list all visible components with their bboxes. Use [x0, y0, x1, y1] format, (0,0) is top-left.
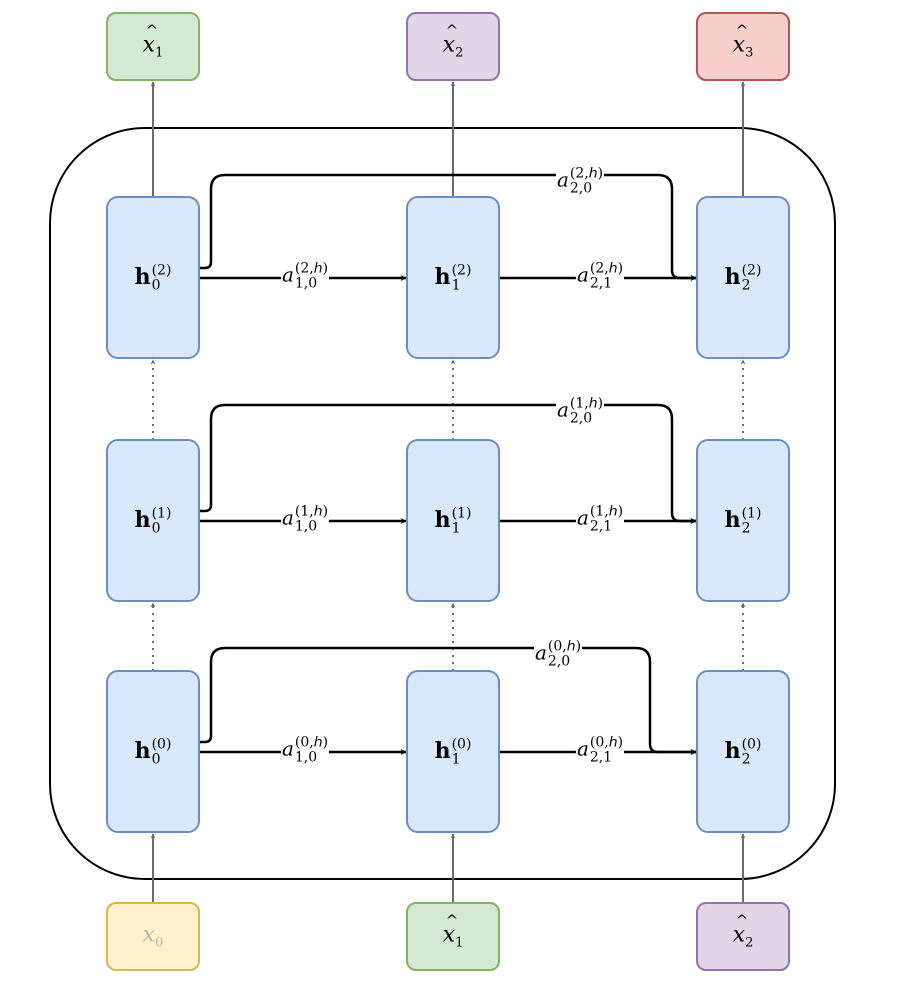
- hidden-node-l1-t2: [696, 439, 790, 602]
- hidden-node-label: h(0)0: [134, 736, 172, 768]
- input-node-0: [106, 902, 200, 971]
- edge-label-2-1: a(1,𝘩)2,1: [575, 503, 625, 535]
- hidden-node-l2-t1: [406, 196, 500, 359]
- output-label-2: x2: [443, 23, 464, 59]
- hidden-node-label: h(1)1: [434, 505, 472, 537]
- hidden-node-l0-t2: [696, 670, 790, 833]
- hidden-node-label: h(0)2: [724, 736, 762, 768]
- hidden-node-l1-t1: [406, 439, 500, 602]
- edge-label-1-0: a(0,𝘩)1,0: [280, 734, 330, 766]
- edge-label-2-1: a(2,𝘩)2,1: [575, 260, 625, 292]
- input-label-2: x2: [733, 913, 754, 949]
- skip-attention-edge-2-0: [199, 646, 697, 755]
- skip-edge-label-2-0: a(1,𝘩)2,0: [555, 395, 605, 427]
- output-label-3: x3: [733, 23, 754, 59]
- hidden-node-label: h(2)2: [724, 262, 762, 294]
- output-label-1: x1: [143, 23, 164, 59]
- input-label-1: x1: [443, 913, 464, 949]
- hidden-node-label: h(1)2: [724, 505, 762, 537]
- skip-attention-edge-2-0: [199, 173, 697, 281]
- edge-label-1-0: a(2,𝘩)1,0: [280, 260, 330, 292]
- hidden-node-l1-t0: [106, 439, 200, 602]
- hidden-node-label: h(0)1: [434, 736, 472, 768]
- edge-label-1-0: a(1,𝘩)1,0: [280, 503, 330, 535]
- input-label-0: x0: [142, 921, 164, 951]
- model-container: [49, 127, 836, 880]
- hidden-node-label: h(1)0: [134, 505, 172, 537]
- hidden-node-l2-t0: [106, 196, 200, 359]
- hidden-node-l2-t2: [696, 196, 790, 359]
- skip-attention-edge-2-0: [199, 403, 697, 524]
- edge-label-2-1: a(0,𝘩)2,1: [575, 734, 625, 766]
- hidden-node-label: h(2)1: [434, 262, 472, 294]
- hidden-node-l0-t0: [106, 670, 200, 833]
- hidden-node-l0-t1: [406, 670, 500, 833]
- skip-edge-label-2-0: a(2,𝘩)2,0: [555, 165, 605, 197]
- skip-edge-label-2-0: a(0,𝘩)2,0: [533, 638, 583, 670]
- hidden-node-label: h(2)0: [134, 262, 172, 294]
